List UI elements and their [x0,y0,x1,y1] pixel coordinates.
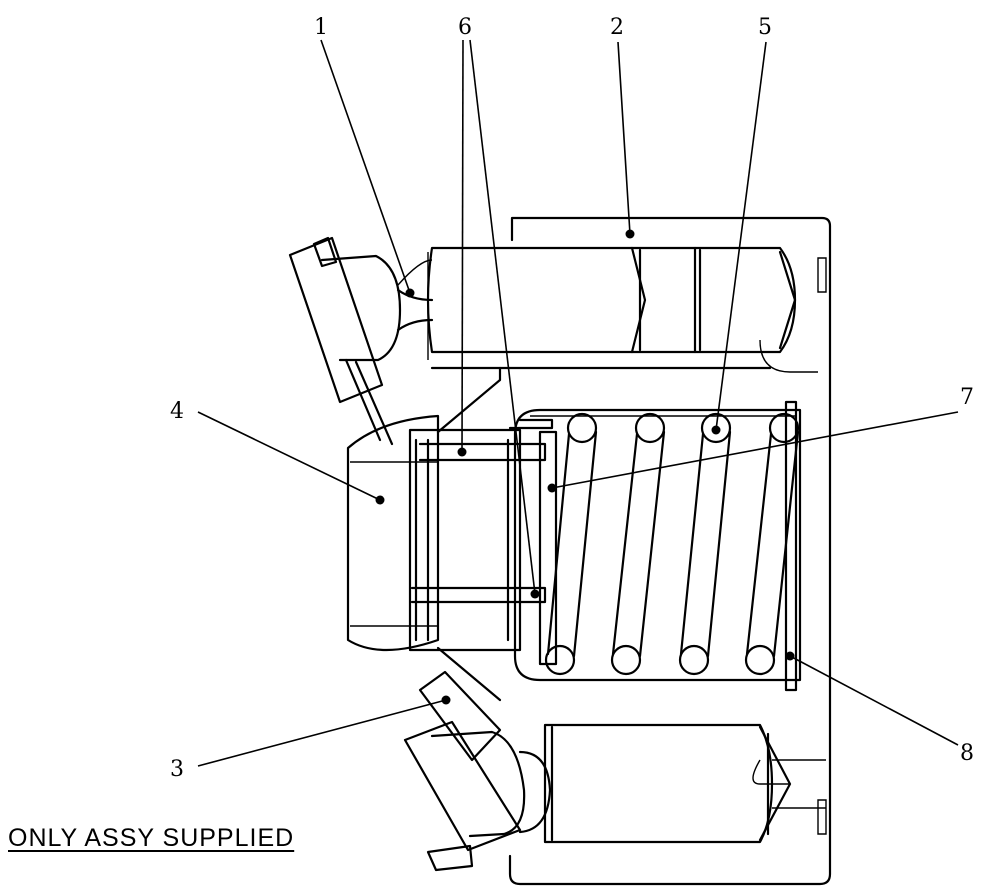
callout-6: 6 [458,15,472,40]
lower-piston [543,723,826,844]
callout-5: 5 [758,15,772,40]
callout-2: 2 [610,15,624,40]
upper-pad [288,236,434,446]
callout-8: 8 [960,741,974,766]
callout-1: 1 [314,15,328,40]
supply-note: ONLY ASSY SUPPLIED [8,824,295,852]
upper-piston [426,246,818,373]
coil-spring [544,412,800,676]
leader-dots [375,229,795,705]
spring-plates [538,400,798,692]
callout-4: 4 [170,399,184,424]
callout-3: 3 [170,757,184,782]
guide-pins [410,418,554,604]
callout-7: 7 [960,385,974,410]
leader-lines [197,39,959,767]
callout-labels: 1 2 3 4 5 6 7 8 [170,15,974,782]
center-plunger [346,366,522,702]
lower-pad [403,670,552,872]
